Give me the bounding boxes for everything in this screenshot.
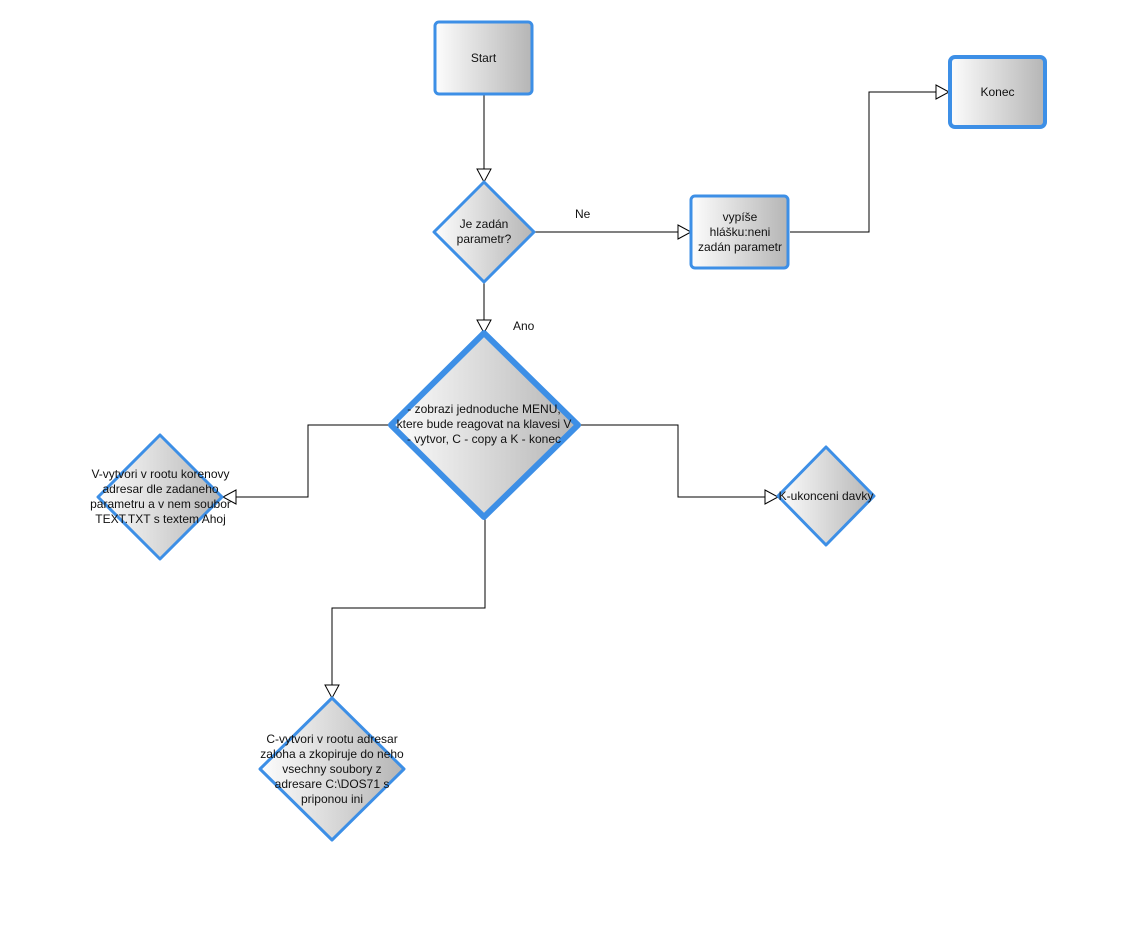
arrowhead-down bbox=[476, 319, 492, 335]
arrowhead-right bbox=[935, 84, 951, 100]
menu-node[interactable] bbox=[388, 330, 581, 520]
message-node[interactable] bbox=[689, 194, 790, 270]
edge-label-yes: Ano bbox=[513, 319, 535, 333]
option-k-node[interactable] bbox=[776, 445, 876, 547]
arrowhead-left bbox=[221, 489, 237, 505]
arrowhead-right bbox=[677, 224, 693, 240]
edge-label-no: Ne bbox=[575, 207, 591, 221]
edge-menu-to-option-k bbox=[578, 424, 765, 498]
edge-menu-to-option-v bbox=[236, 424, 390, 498]
edge-message-to-end bbox=[790, 91, 936, 233]
decision-node[interactable] bbox=[432, 180, 536, 284]
start-node[interactable] bbox=[433, 20, 534, 96]
edge-menu-to-option-c bbox=[331, 518, 486, 685]
arrowhead-right bbox=[764, 489, 780, 505]
arrowhead-down bbox=[476, 168, 492, 184]
end-node[interactable] bbox=[948, 55, 1047, 129]
arrowhead-down bbox=[324, 684, 340, 700]
option-v-node[interactable] bbox=[96, 433, 224, 561]
option-c-node[interactable] bbox=[258, 696, 406, 842]
